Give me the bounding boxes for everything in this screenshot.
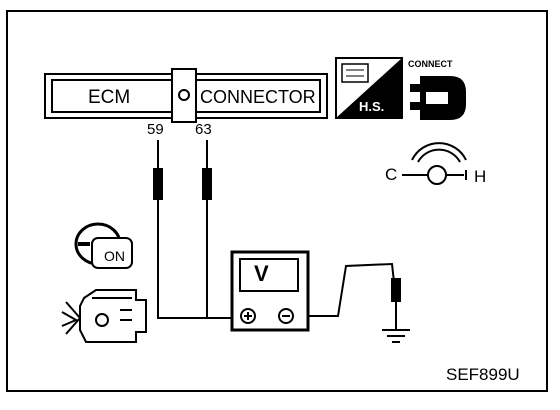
probe-59-icon bbox=[153, 168, 163, 200]
ignition-on-label: ON bbox=[104, 248, 125, 264]
connect-label: CONNECT bbox=[408, 59, 453, 69]
hs-icon bbox=[335, 57, 403, 119]
ignition-key-icon bbox=[74, 222, 133, 269]
voltmeter-icon bbox=[230, 250, 310, 332]
ecm-connector-block bbox=[44, 68, 328, 123]
temperature-gauge-icon bbox=[402, 142, 467, 185]
connector-latch-icon bbox=[178, 89, 190, 101]
gauge-hot-label: H bbox=[474, 167, 487, 186]
connector-label: CONNECTOR bbox=[200, 87, 316, 107]
probe-63-icon bbox=[202, 168, 212, 200]
hs-label: H.S. bbox=[359, 99, 385, 114]
wire-pin-59 bbox=[157, 140, 236, 319]
wire-ground bbox=[303, 262, 397, 330]
ecm-label: ECM bbox=[88, 87, 131, 108]
ground-probe-icon bbox=[391, 278, 401, 302]
pin-59-label: 59 bbox=[147, 121, 164, 138]
engine-icon bbox=[61, 289, 147, 343]
figure-code: SEF899U bbox=[446, 365, 520, 384]
connect-plug-icon bbox=[410, 76, 466, 120]
ground-icon bbox=[382, 329, 410, 343]
voltmeter-symbol: V bbox=[254, 261, 269, 286]
gauge-cold-label: C bbox=[385, 165, 398, 184]
diagram-frame bbox=[6, 10, 548, 392]
pin-63-label: 63 bbox=[195, 121, 212, 138]
